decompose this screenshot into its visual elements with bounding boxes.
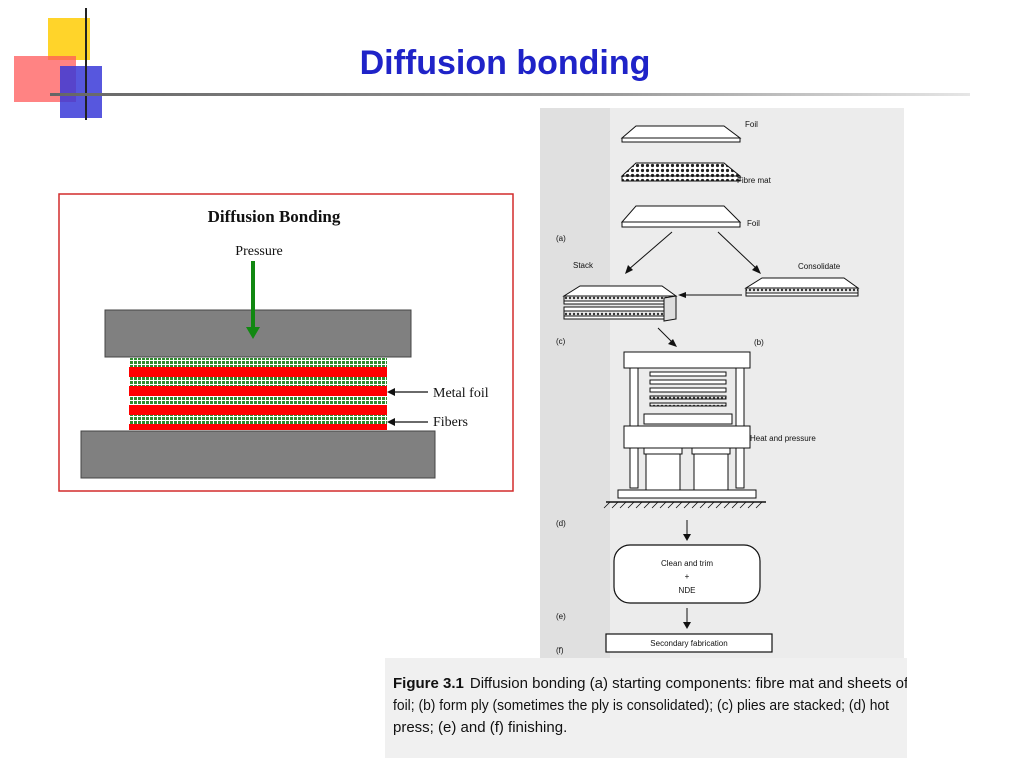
caption-line-1: Figure 3.1 Diffusion bonding (a) starting… [393, 675, 907, 692]
figure-caption-scan: Figure 3.1 Diffusion bonding (a) starting… [385, 658, 907, 758]
layer-stack [129, 358, 387, 430]
process-flow-scan: Foil Fibre mat Foil (a) Stack Consolidat… [540, 108, 904, 658]
consolidate-label: Consolidate [798, 262, 841, 271]
pressure-arrow-head [246, 327, 260, 339]
hot-press [603, 351, 766, 509]
clean-and-trim-box [613, 544, 761, 604]
step-c-label: (c) [556, 337, 566, 346]
secondary-fabrication-label: Secondary fabrication [650, 639, 727, 648]
stack-label: Stack [573, 261, 594, 270]
scan-left-margin [540, 108, 610, 658]
slide-title: Diffusion bonding [359, 44, 651, 82]
foil-sheet-top [620, 125, 742, 139]
heat-and-pressure-label: Heat and pressure [750, 434, 816, 443]
consolidated-ply [744, 277, 860, 297]
step-a-label: (a) [556, 234, 566, 243]
title-divider [50, 93, 970, 96]
foil-top-label: Foil [745, 120, 758, 129]
step-b-label: (b) [754, 338, 764, 347]
metal-foil-label: Metal foil [433, 386, 489, 401]
figure-number-label: Figure 3.1 [393, 675, 464, 692]
clean-and-trim-label: Clean and trim [661, 559, 713, 568]
foil-sheet-bottom [620, 205, 742, 223]
caption-line-3: press; (e) and (f) finishing. [393, 719, 567, 736]
caption-background [385, 658, 907, 758]
fibers-label: Fibers [433, 415, 468, 430]
pressure-label: Pressure [235, 244, 282, 259]
top-platen [104, 309, 412, 358]
step-d-label: (d) [556, 519, 566, 528]
diffusion-bonding-schematic: Diffusion Bonding Pressure Metal foil Fi… [58, 193, 514, 492]
fibre-mat [620, 162, 742, 177]
step-f-label: (f) [556, 646, 564, 655]
caption-line-1-text: Diffusion bonding (a) starting component… [470, 675, 907, 692]
caption-line-2: foil; (b) form ply (sometimes the ply is… [393, 697, 890, 714]
fibre-mat-label: Fibre mat [737, 176, 772, 185]
plus-label: + [685, 572, 690, 581]
stacked-plies [562, 285, 678, 322]
secondary-fabrication-box [605, 633, 773, 653]
foil-bottom-label: Foil [747, 219, 760, 228]
schematic-heading: Diffusion Bonding [208, 207, 341, 226]
nde-label: NDE [679, 586, 696, 595]
bottom-platen [80, 430, 436, 479]
step-e-label: (e) [556, 612, 566, 621]
